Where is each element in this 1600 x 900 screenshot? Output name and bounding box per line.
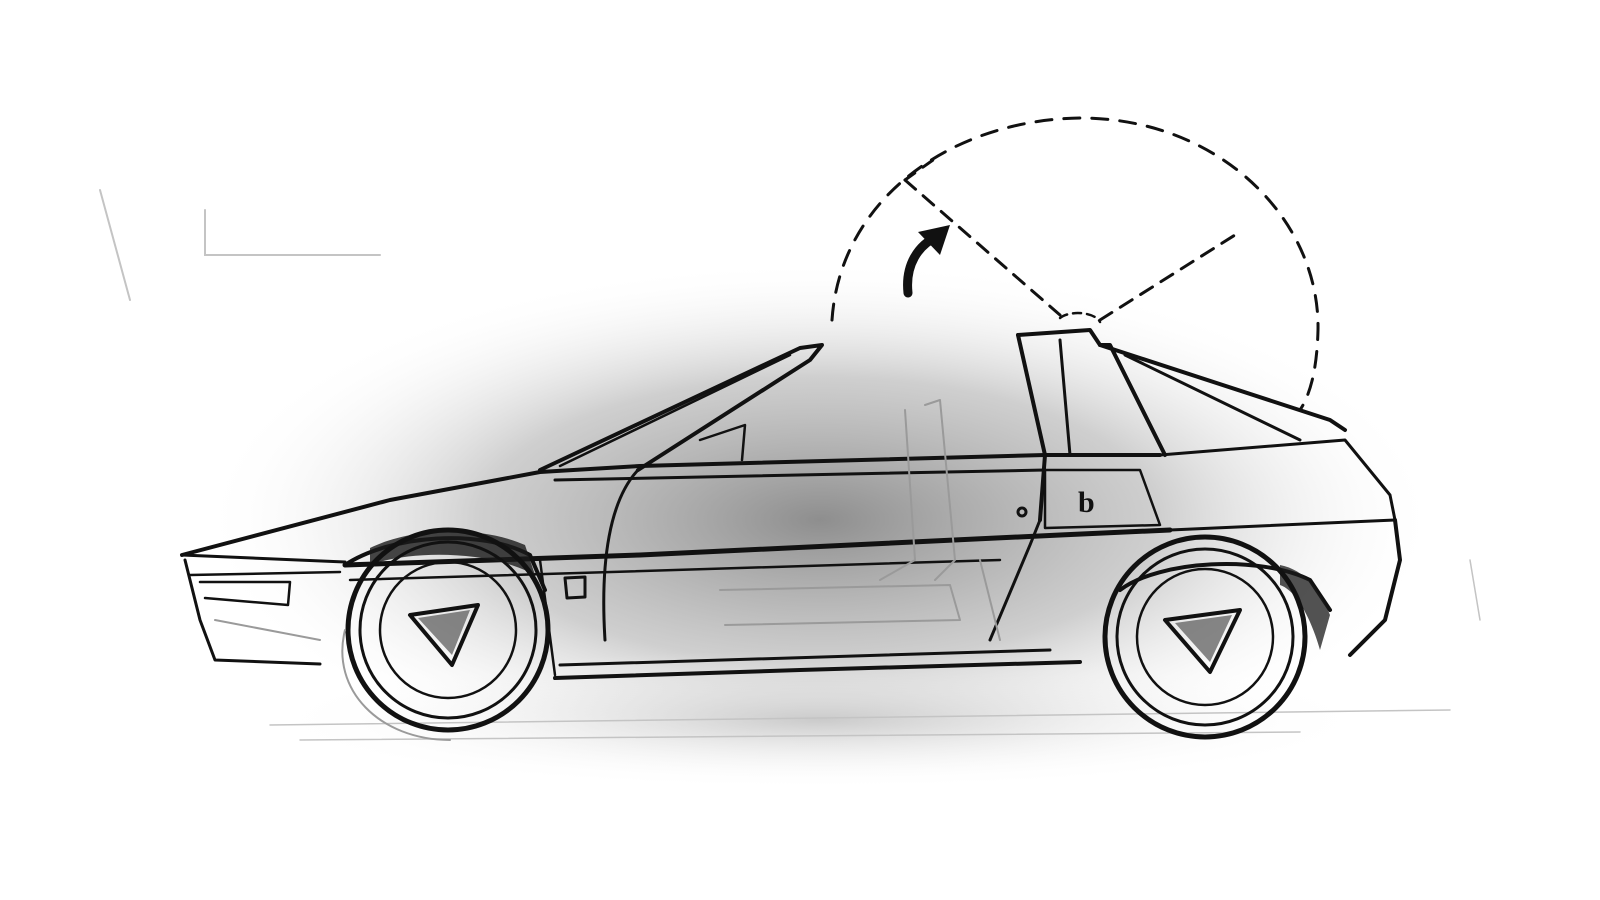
construction-lines: [99, 189, 1481, 741]
interior-pencil-lines: [719, 399, 1001, 641]
door-mark-label: b: [1078, 486, 1095, 519]
rear-wheel: [1102, 534, 1308, 740]
roof-opening-arc: [830, 116, 1320, 412]
background-shadow: [200, 260, 1440, 780]
curved-arrow-icon: [903, 225, 950, 298]
ground-shadow: [260, 650, 1380, 790]
front-wheel: [341, 527, 551, 741]
